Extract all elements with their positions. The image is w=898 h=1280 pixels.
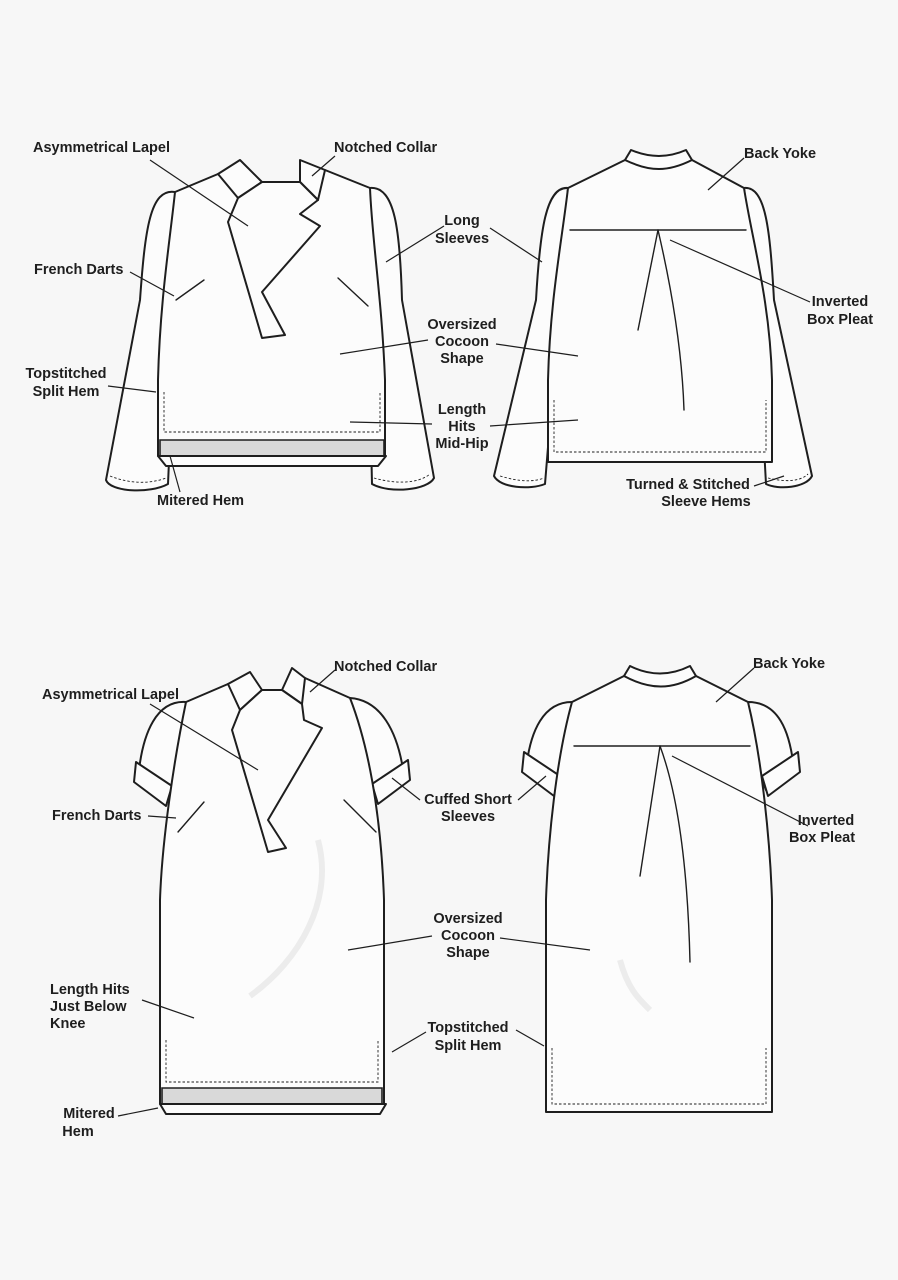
label-notched-collar-2: Notched Collar (334, 659, 437, 675)
label-mid-hip: Mid-Hip (435, 436, 488, 452)
label-mitered-hem-1: Mitered Hem (157, 493, 244, 509)
label-length-hits: Length Hits (50, 982, 130, 998)
label-back-yoke-1: Back Yoke (744, 146, 816, 162)
label-notched-collar: Notched Collar (334, 140, 437, 156)
label-oversized-2: Oversized (433, 911, 502, 927)
dress-back-collar (623, 665, 697, 688)
label-shape-1: Shape (440, 351, 484, 367)
label-long-sleeves-1: Long (444, 213, 479, 229)
label-french-darts-2: French Darts (52, 808, 141, 824)
label-shape-2: Shape (446, 945, 490, 961)
top-front-lapel (227, 181, 321, 339)
top-front-illustration (105, 159, 435, 492)
label-asymmetrical-lapel: Asymmetrical Lapel (33, 140, 170, 156)
label-back-yoke-2: Back Yoke (753, 656, 825, 672)
dress-back-illustration (521, 665, 801, 1113)
label-asymmetrical-lapel-2: Asymmetrical Lapel (42, 687, 179, 703)
top-front-dart-right (337, 277, 369, 307)
label-split-hem-1: Split Hem (33, 384, 100, 400)
label-length-1: Length (438, 402, 486, 418)
top-back-illustration (493, 149, 813, 489)
labels: Asymmetrical Lapel Notched Collar Long S… (25, 140, 873, 1140)
label-split-hem-2: Split Hem (435, 1038, 502, 1054)
label-knee: Knee (50, 1016, 85, 1032)
label-french-darts: French Darts (34, 262, 123, 278)
dress-front-mitered-hem (159, 1103, 387, 1115)
dress-front-lapel (231, 689, 323, 853)
label-inverted-1: Inverted (812, 294, 868, 310)
label-cuffed-short: Cuffed Short (424, 792, 512, 808)
label-topstitched-2: Topstitched (427, 1020, 508, 1036)
label-hem-2: Hem (62, 1124, 93, 1140)
dress-front-body (159, 677, 385, 1105)
dress-back-body (545, 675, 773, 1113)
dress-front-right-cuff (371, 759, 411, 805)
label-just-below: Just Below (50, 999, 127, 1015)
leader-lines (107, 155, 811, 1117)
top-front-hem-band (159, 439, 385, 457)
label-turned-stitched: Turned & Stitched (626, 477, 750, 493)
label-inverted-2: Inverted (798, 813, 854, 829)
label-topstitched-1: Topstitched (25, 366, 106, 382)
dress-back-right-cuff (761, 751, 801, 797)
dress-front-dart-left (177, 801, 205, 833)
label-box-pleat-1: Box Pleat (807, 312, 873, 328)
top-front-dart-left (175, 279, 205, 301)
label-sleeve-hems: Sleeve Hems (661, 494, 750, 510)
label-long-sleeves-2: Sleeves (435, 231, 489, 247)
top-back-pleat-left (637, 229, 659, 331)
top-front-mitered-hem (157, 455, 387, 467)
dress-front-hem-band (161, 1087, 383, 1105)
top-back-collar (624, 149, 693, 170)
top-back-body (547, 159, 773, 463)
label-mitered-2: Mitered (63, 1106, 115, 1122)
label-hits-1: Hits (448, 419, 475, 435)
label-cocoon-1: Cocoon (435, 334, 489, 350)
dress-back-pleat-right (659, 745, 691, 963)
top-back-pleat-right (657, 229, 685, 411)
label-cocoon-2: Cocoon (441, 928, 495, 944)
dress-back-pleat-left (639, 745, 661, 877)
dress-front-illustration (133, 667, 411, 1115)
label-box-pleat-2: Box Pleat (789, 830, 855, 846)
dress-front-left-cuff (133, 761, 173, 807)
label-sleeves-2: Sleeves (441, 809, 495, 825)
top-back-right-sleeve (743, 186, 813, 489)
label-oversized-1: Oversized (427, 317, 496, 333)
dress-front-dart-right (343, 799, 377, 833)
